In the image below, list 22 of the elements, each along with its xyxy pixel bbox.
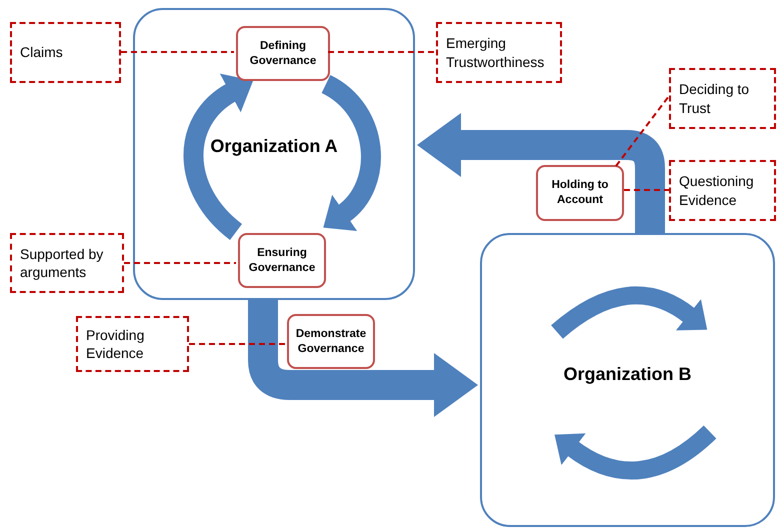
note-box: Claims [10,22,121,83]
organization-box [133,8,415,300]
leader-line [615,95,670,167]
note-box: Questioning Evidence [669,160,776,221]
leader-line [124,262,236,264]
process-box: Ensuring Governance [238,233,326,288]
flow-arrow [248,300,478,417]
process-box: Demonstrate Governance [287,314,375,369]
note-box: Supported by arguments [10,233,124,293]
note-box: Deciding to Trust [669,68,776,129]
leader-line [121,51,234,53]
leader-line [189,343,287,345]
leader-line [624,189,669,191]
organization-box [480,233,775,527]
note-box: Emerging Trustworthiness [436,22,562,83]
organization-title: Organization B [562,364,692,385]
note-box: Providing Evidence [76,316,189,372]
flow-arrow [417,113,665,233]
leader-line [328,51,436,53]
process-box: Holding to Account [536,165,624,221]
process-box: Defining Governance [236,26,330,81]
organization-title: Organization A [209,136,339,157]
